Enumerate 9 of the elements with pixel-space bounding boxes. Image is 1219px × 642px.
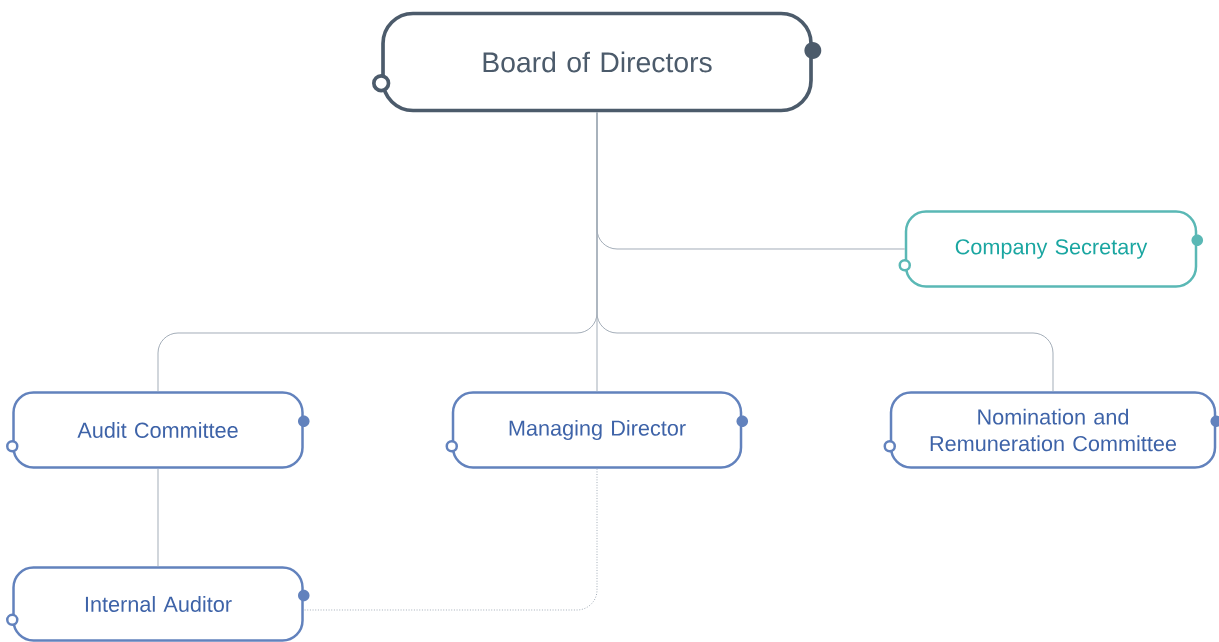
org-box: Managing Director bbox=[445, 391, 748, 469]
connector bbox=[157, 468, 159, 567]
org-box: Board of Directors bbox=[372, 11, 822, 113]
org-box: Internal Auditor bbox=[6, 566, 310, 642]
org-box: Audit Committee bbox=[6, 391, 310, 469]
connector bbox=[596, 111, 1054, 392]
connector bbox=[303, 468, 598, 611]
org-box: Company Secretary bbox=[898, 210, 1203, 288]
org-box: Nomination and Remuneration Committee bbox=[883, 391, 1219, 469]
